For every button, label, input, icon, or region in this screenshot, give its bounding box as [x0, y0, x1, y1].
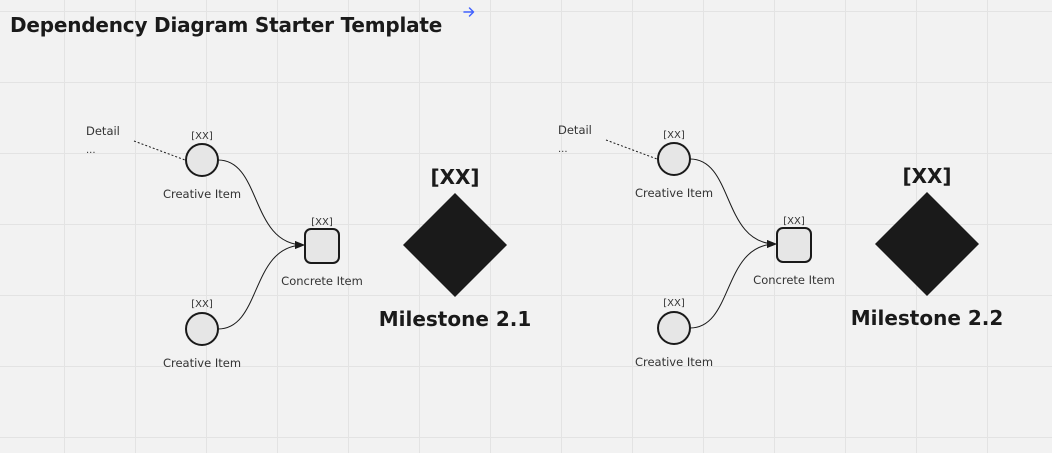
creative-item-node[interactable] [657, 311, 691, 345]
milestone-name: Milestone 2.1 [379, 307, 532, 331]
arrow-right-icon[interactable] [459, 2, 479, 22]
dependency-connector[interactable] [217, 159, 305, 249]
dependency-connector[interactable] [217, 241, 305, 330]
creative-item-node[interactable] [185, 143, 219, 177]
milestone-diamond[interactable] [875, 192, 979, 296]
creative-item-node[interactable] [185, 312, 219, 346]
concrete-item-code: [XX] [783, 216, 805, 227]
cut-off-milestone-fragment: l [0, 307, 1, 331]
creative-item-node[interactable] [657, 142, 691, 176]
board-title[interactable]: Dependency Diagram Starter Template [10, 13, 443, 37]
dependency-connector[interactable] [689, 240, 777, 329]
detail-connector[interactable] [133, 140, 186, 161]
creative-item-label: Creative Item [635, 186, 713, 200]
dependency-group-1: Detail ... [XX] Creative Item [XX] Creat… [86, 124, 531, 370]
creative-item-code: [XX] [191, 299, 213, 310]
concrete-item-label: Concrete Item [753, 273, 835, 287]
milestone-code: [XX] [430, 165, 479, 189]
detail-ellipsis: ... [86, 145, 96, 156]
creative-item-code: [XX] [191, 131, 213, 142]
concrete-item-node[interactable] [304, 228, 340, 264]
milestone-name: Milestone 2.2 [851, 306, 1004, 330]
milestone-code: [XX] [902, 164, 951, 188]
detail-ellipsis: ... [558, 144, 568, 155]
creative-item-label: Creative Item [635, 355, 713, 369]
creative-item-label: Creative Item [163, 187, 241, 201]
detail-connector[interactable] [605, 139, 658, 160]
milestone-diamond[interactable] [403, 193, 507, 297]
concrete-item-node[interactable] [776, 227, 812, 263]
creative-item-code: [XX] [663, 130, 685, 141]
detail-label[interactable]: Detail [558, 123, 592, 137]
concrete-item-code: [XX] [311, 217, 333, 228]
concrete-item-label: Concrete Item [281, 274, 363, 288]
dependency-group-2: Detail ... [XX] Creative Item [XX] Creat… [558, 123, 1003, 369]
dependency-connector[interactable] [689, 158, 777, 248]
creative-item-code: [XX] [663, 298, 685, 309]
detail-label[interactable]: Detail [86, 124, 120, 138]
creative-item-label: Creative Item [163, 356, 241, 370]
